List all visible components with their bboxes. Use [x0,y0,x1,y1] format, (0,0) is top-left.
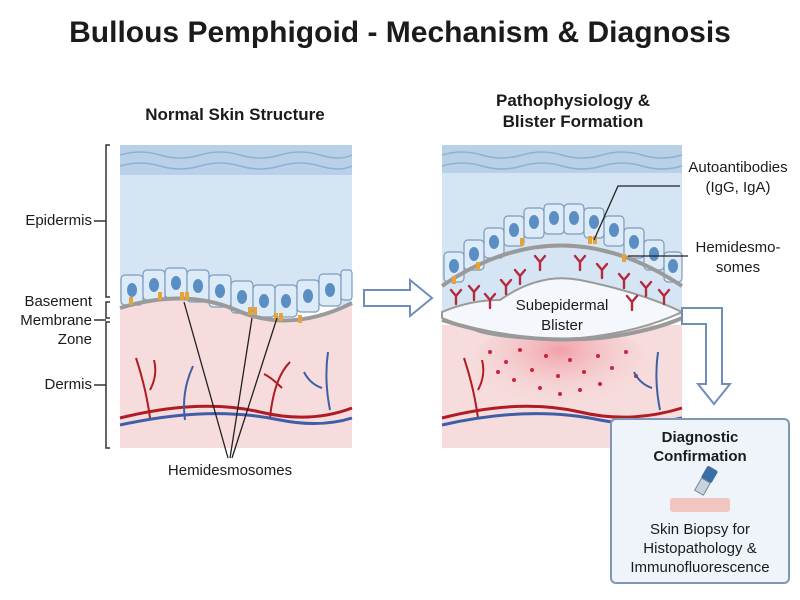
nuclei [127,276,335,308]
patho-skin-block [440,145,688,448]
diagnostic-confirmation-box: Diagnostic Confirmation Skin Biopsy for … [610,418,790,584]
transition-arrow [363,277,434,319]
hemidesmosome-markers [129,292,302,323]
diagnosis-title: Diagnostic Confirmation [653,429,747,465]
biopsy-punch-icon [670,466,730,512]
separated-membrane-floor [441,316,683,342]
layer-brackets [94,144,110,449]
label-patho-hemidesmosomes: Hemidesmo- somes [695,239,781,276]
patho-basal-cells [443,203,683,283]
patho-leader-lines [593,185,688,257]
label-dermis: Dermis [44,376,93,393]
label-autoantibodies: Autoantibodies (IgG, IgA) [688,159,788,196]
hemidesmosome-leader-lines [183,301,278,459]
dermal-vessels-red [119,357,353,420]
normal-skin-block [94,144,353,459]
diagnosis-text: Skin Biopsy for Histopathology & Immunof… [630,521,770,576]
label-basement-membrane-zone: Basement Membrane Zone [20,293,92,348]
page-title: Bullous Pemphigoid - Mechanism & Diagnos… [69,16,731,49]
patho-hemidesmosomes [452,236,626,284]
separated-membrane-roof [440,243,684,288]
patho-stratum-corneum [442,145,682,173]
label-epidermis: Epidermis [25,212,92,229]
autoantibody-markers [449,254,671,312]
label-hemidesmosomes: Hemidesmosomes [167,462,293,479]
patho-panel-title: Pathophysiology & Blister Formation [496,91,650,131]
to-diagnosis-arrow [681,307,733,406]
label-subepidermal-blister: Subepidermal Blister [515,297,609,334]
inflammation-area [470,320,650,420]
normal-panel-title: Normal Skin Structure [145,105,325,124]
patho-nuclei [449,211,678,273]
dermis-layer [120,300,352,448]
patho-vessels-red [441,357,683,420]
stratum-corneum-layer [120,145,352,175]
dermal-vessels-blue [119,351,353,427]
